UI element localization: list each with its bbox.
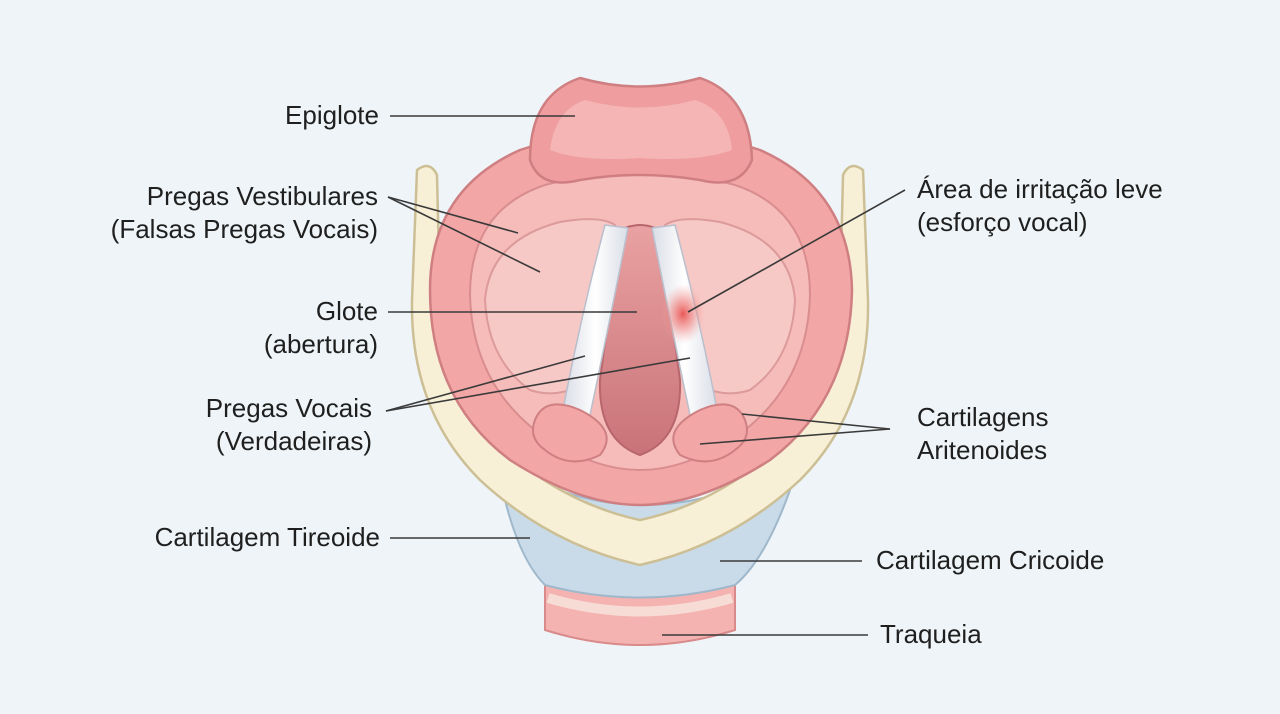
leader-vocal-2 xyxy=(385,357,691,412)
leader-irritacao xyxy=(687,189,906,313)
label-cartilagem-cricoide: Cartilagem Cricoide xyxy=(876,545,1105,575)
label-pregas-vestibulares: Pregas Vestibulares (Falsas Pregas Vocai… xyxy=(110,181,378,244)
label-cartilagens-aritenoides: Cartilagens Aritenoides xyxy=(917,402,1049,465)
epiglottis xyxy=(528,76,754,184)
leader-vestibular-2 xyxy=(387,196,541,273)
label-pregas-vocais: Pregas Vocais (Verdadeiras) xyxy=(205,393,372,456)
leader-vocal-1 xyxy=(385,355,586,412)
leader-aritenoides-2 xyxy=(699,428,891,445)
arytenoid-cartilages xyxy=(532,403,748,463)
label-epiglote: Epiglote xyxy=(285,100,379,130)
label-cartilagem-tireoide: Cartilagem Tireoide xyxy=(154,522,380,552)
irritation-area xyxy=(661,284,705,344)
label-area-irritacao: Área de irritação leve (esforço vocal) xyxy=(917,174,1163,237)
label-glote: Glote (abertura) xyxy=(263,296,378,359)
leader-lines xyxy=(385,115,906,636)
leader-aritenoides-1 xyxy=(741,413,891,430)
label-traqueia: Traqueia xyxy=(880,619,982,649)
leader-vestibular-1 xyxy=(387,196,519,234)
